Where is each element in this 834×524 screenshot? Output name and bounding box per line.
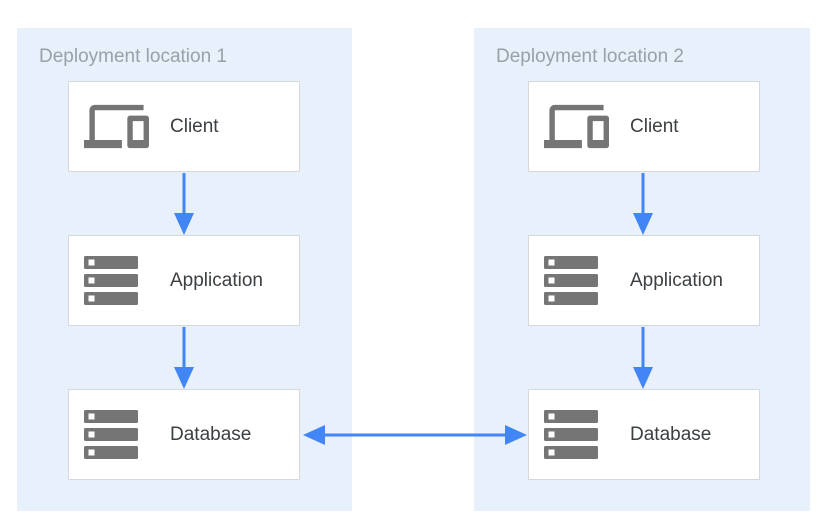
node-label: Database (170, 423, 252, 445)
arrow-client-to-application-2 (633, 173, 653, 235)
server-stack-icon (544, 410, 610, 459)
node-label: Database (630, 423, 712, 445)
node-label: Client (170, 115, 219, 137)
server-stack-icon (84, 256, 150, 305)
node-label: Application (170, 269, 263, 291)
devices-icon (544, 94, 610, 159)
deployment-location-2-panel: Deployment location 2 Client A (474, 28, 810, 511)
node-label: Client (630, 115, 679, 137)
arrow-client-to-application-1 (174, 173, 194, 235)
node-client-1: Client (68, 81, 300, 172)
node-database-1: Database (68, 389, 300, 480)
arrow-database-replication (303, 425, 527, 445)
panel-title: Deployment location 2 (496, 46, 684, 67)
node-application-1: Application (68, 235, 300, 326)
server-stack-icon (84, 410, 150, 459)
arrow-application-to-database-2 (633, 327, 653, 389)
arrow-application-to-database-1 (174, 327, 194, 389)
node-client-2: Client (528, 81, 760, 172)
node-database-2: Database (528, 389, 760, 480)
deployment-location-1-panel: Deployment location 1 Client A (17, 28, 352, 511)
devices-icon (84, 94, 150, 159)
server-stack-icon (544, 256, 610, 305)
node-label: Application (630, 269, 723, 291)
node-application-2: Application (528, 235, 760, 326)
panel-title: Deployment location 1 (39, 46, 227, 67)
